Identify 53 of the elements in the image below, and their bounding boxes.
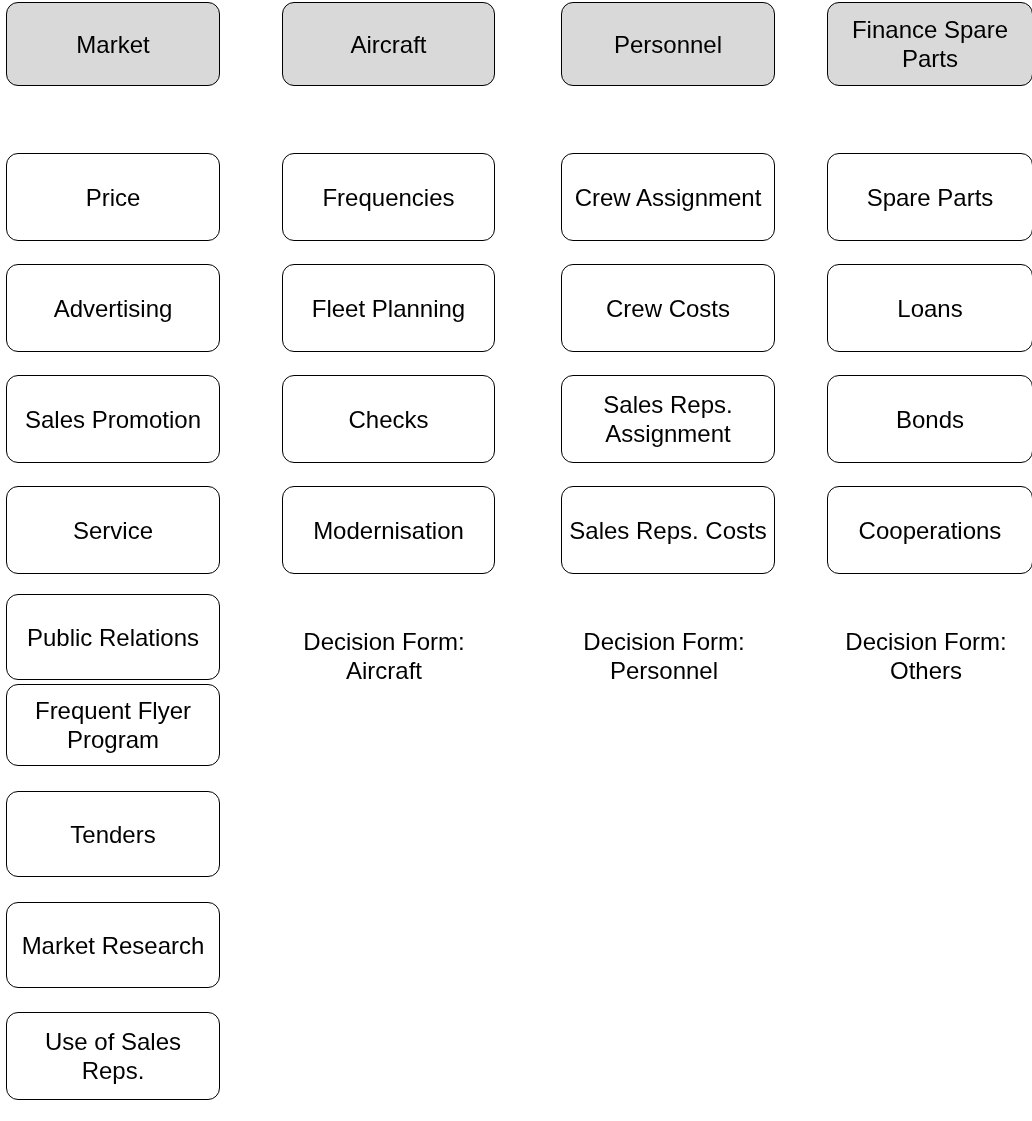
decision-box <box>6 1012 220 1100</box>
box-label: Modernisation <box>312 515 465 545</box>
decision-box <box>282 264 495 352</box>
box-label: Sales Reps. Costs <box>568 515 768 545</box>
decision-box <box>282 153 495 241</box>
box-label: Checks <box>347 404 430 434</box>
box-label: Market <box>75 29 151 59</box>
box-label: Crew Assignment <box>573 182 763 212</box>
form-caption: Decision Form: Others <box>844 627 1008 685</box>
form-caption: Decision Form: Personnel <box>582 627 746 685</box>
category-box <box>282 2 495 86</box>
decision-box <box>827 375 1032 463</box>
decision-box <box>561 486 775 574</box>
decision-box <box>6 902 220 988</box>
decision-box <box>6 791 220 877</box>
decision-box <box>827 264 1032 352</box>
category-box <box>561 2 775 86</box>
decision-box <box>561 264 775 352</box>
decision-box <box>6 153 220 241</box>
decision-box <box>561 375 775 463</box>
decision-box <box>6 486 220 574</box>
box-label: Personnel <box>612 29 724 59</box>
box-label: Cooperations <box>857 515 1003 545</box>
box-label: Market Research <box>20 930 206 960</box>
decision-box <box>561 153 775 241</box>
box-label: Sales Reps. Assignment <box>602 390 734 448</box>
box-label: Fleet Planning <box>310 293 467 323</box>
decision-box <box>6 684 220 766</box>
box-label: Sales Promotion <box>23 404 203 434</box>
decision-box <box>6 375 220 463</box>
decision-box <box>6 264 220 352</box>
box-label: Advertising <box>52 293 174 323</box>
decision-box <box>827 486 1032 574</box>
box-label: Price <box>84 182 142 212</box>
box-label: Use of Sales Reps. <box>43 1027 183 1085</box>
box-label: Loans <box>896 293 964 323</box>
box-label: Tenders <box>69 819 157 849</box>
box-label: Crew Costs <box>605 293 731 323</box>
box-label: Frequencies <box>321 182 456 212</box>
box-label: Finance Spare Parts <box>850 15 1010 73</box>
decision-box <box>282 375 495 463</box>
box-label: Aircraft <box>349 29 428 59</box>
decision-box <box>827 153 1032 241</box>
decision-box <box>282 486 495 574</box>
category-box <box>827 2 1032 86</box>
box-label: Spare Parts <box>865 182 995 212</box>
box-label: Bonds <box>894 404 966 434</box>
box-label: Public Relations <box>25 622 201 652</box>
decision-box <box>6 594 220 680</box>
category-box <box>6 2 220 86</box>
form-caption: Decision Form: Aircraft <box>302 627 466 685</box>
box-label: Service <box>72 515 154 545</box>
box-label: Frequent Flyer Program <box>33 696 193 754</box>
